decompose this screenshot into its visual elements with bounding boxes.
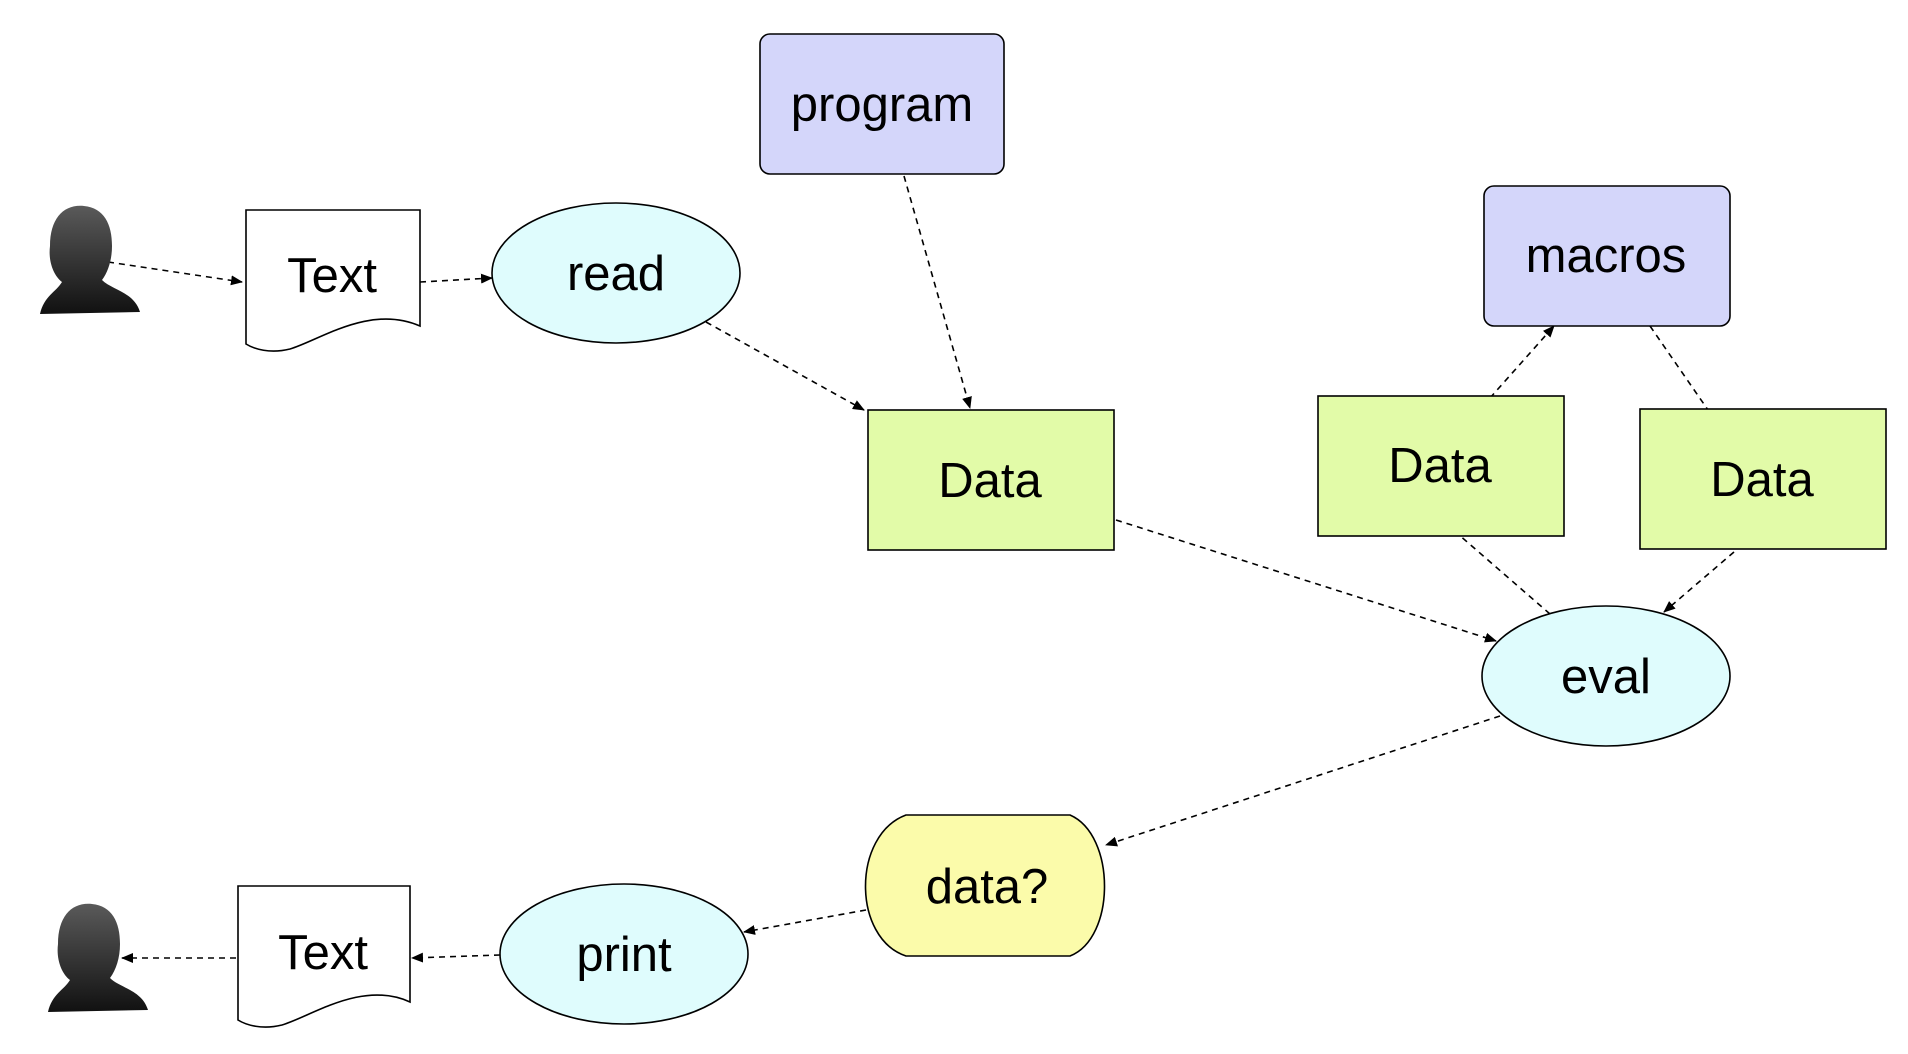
data-macro-out-node: Data bbox=[1639, 408, 1887, 550]
text-input-label: Text bbox=[287, 249, 377, 303]
edge-eval-to-data bbox=[1457, 533, 1551, 615]
document-shape bbox=[237, 885, 411, 1028]
text-input-document: Text bbox=[245, 209, 421, 352]
data-main-label: Data bbox=[938, 454, 1042, 508]
edge-text-to-read bbox=[419, 273, 493, 284]
edge-eval-to-result bbox=[1105, 715, 1501, 847]
read-process: read bbox=[491, 202, 741, 344]
read-label: read bbox=[567, 247, 665, 301]
user-input-icon bbox=[40, 205, 140, 314]
macros-box bbox=[1483, 185, 1731, 327]
macros-node: macros bbox=[1483, 185, 1731, 327]
data-main-node: Data bbox=[867, 409, 1115, 551]
data-result-label: data? bbox=[926, 860, 1049, 914]
text-output-document: Text bbox=[237, 885, 411, 1028]
eval-ellipse bbox=[1481, 605, 1731, 747]
edge-program-to-data bbox=[903, 175, 972, 409]
edge-data-to-eval-right bbox=[1663, 551, 1735, 613]
edge-user-to-text bbox=[107, 261, 243, 286]
eval-label: eval bbox=[1561, 650, 1651, 704]
edge-macros-to-data bbox=[1649, 325, 1709, 411]
program-box bbox=[759, 33, 1005, 175]
edge-result-to-print bbox=[743, 909, 867, 935]
document-shape bbox=[245, 209, 421, 352]
user-output-icon bbox=[48, 903, 148, 1012]
data-macro-out-box bbox=[1639, 408, 1887, 550]
print-process: print bbox=[499, 883, 749, 1025]
data-result-node: data? bbox=[864, 814, 1106, 957]
program-node: program bbox=[759, 33, 1005, 175]
edge-print-to-text bbox=[411, 952, 501, 963]
print-label: print bbox=[576, 928, 672, 982]
data-result-shape bbox=[864, 814, 1106, 957]
data-main-box bbox=[867, 409, 1115, 551]
macros-label: macros bbox=[1526, 229, 1687, 283]
edge-data-to-eval bbox=[1115, 519, 1497, 643]
edge-data-to-macros bbox=[1489, 325, 1555, 399]
data-macro-out-label: Data bbox=[1710, 453, 1814, 507]
text-output-label: Text bbox=[278, 926, 368, 980]
data-macro-in-label: Data bbox=[1388, 439, 1492, 493]
data-macro-in-box bbox=[1317, 395, 1565, 537]
edges bbox=[107, 175, 1735, 963]
program-label: program bbox=[791, 78, 973, 132]
print-ellipse bbox=[499, 883, 749, 1025]
read-ellipse bbox=[491, 202, 741, 344]
data-macro-in-node: Data bbox=[1317, 395, 1565, 537]
eval-process: eval bbox=[1481, 605, 1731, 747]
edge-read-to-data bbox=[705, 321, 865, 411]
